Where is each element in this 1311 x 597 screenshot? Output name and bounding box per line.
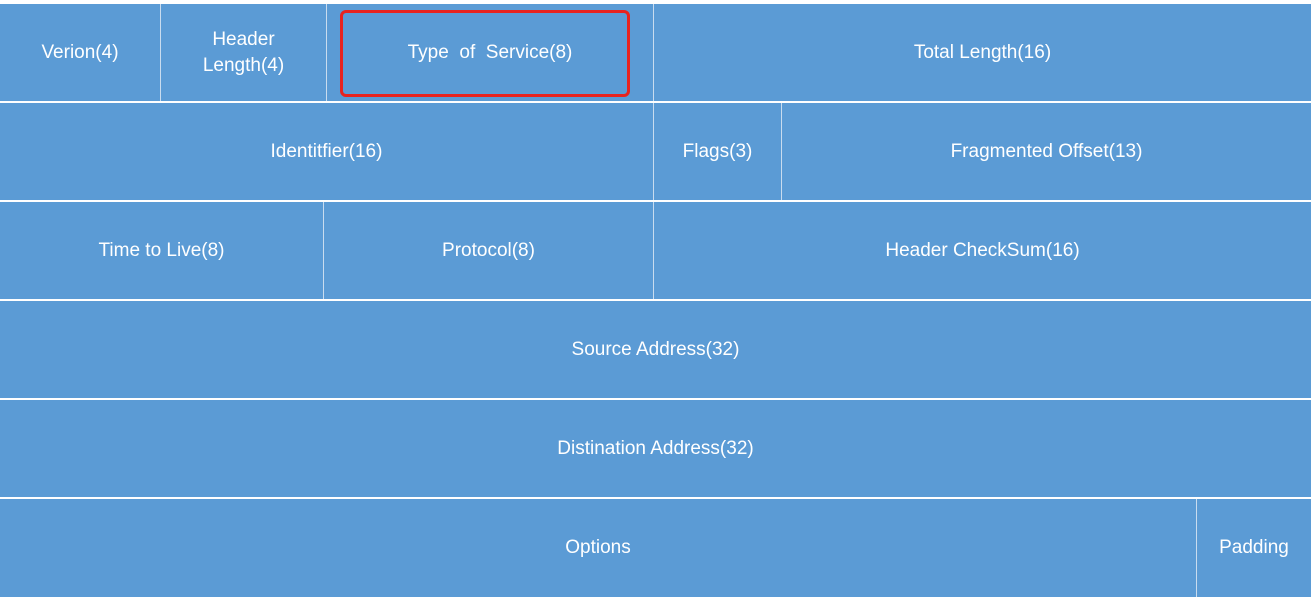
row-5: Distination Address(32) <box>0 400 1311 497</box>
field-label: Distination Address(32) <box>557 437 754 459</box>
header-field-grid: Verion(4) Header Length(4) Type of Servi… <box>0 4 1311 597</box>
field-label: Header Length(4) <box>202 28 285 76</box>
field-header-length: Header Length(4) <box>161 4 327 101</box>
field-header-checksum: Header CheckSum(16) <box>654 202 1311 299</box>
field-destination-address: Distination Address(32) <box>0 400 1311 497</box>
field-options: Options <box>0 499 1197 597</box>
field-label: Time to Live(8) <box>98 239 225 261</box>
field-label: Fragmented Offset(13) <box>950 140 1143 162</box>
field-label: Header CheckSum(16) <box>885 239 1080 261</box>
field-label: Identitfier(16) <box>270 140 383 162</box>
field-label: Flags(3) <box>682 140 753 162</box>
field-label: Total Length(16) <box>913 41 1052 63</box>
field-identifier: Identitfier(16) <box>0 103 654 200</box>
field-time-to-live: Time to Live(8) <box>0 202 324 299</box>
field-label: Padding <box>1219 537 1289 559</box>
field-label: Verion(4) <box>41 41 119 63</box>
field-protocol: Protocol(8) <box>324 202 654 299</box>
field-flags: Flags(3) <box>654 103 782 200</box>
field-label: Protocol(8) <box>442 239 535 261</box>
field-type-of-service: Type of Service(8) <box>327 4 654 101</box>
field-fragment-offset: Fragmented Offset(13) <box>782 103 1311 200</box>
row-3: Time to Live(8) Protocol(8) Header Check… <box>0 202 1311 299</box>
field-source-address: Source Address(32) <box>0 301 1311 398</box>
row-6: Options Padding <box>0 499 1311 597</box>
field-version: Verion(4) <box>0 4 161 101</box>
row-2: Identitfier(16) Flags(3) Fragmented Offs… <box>0 103 1311 200</box>
field-padding: Padding <box>1197 499 1311 597</box>
row-4: Source Address(32) <box>0 301 1311 398</box>
field-label: Type of Service(8) <box>407 41 573 63</box>
field-label: Options <box>565 537 631 559</box>
field-label: Source Address(32) <box>571 338 740 360</box>
field-total-length: Total Length(16) <box>654 4 1311 101</box>
row-1: Verion(4) Header Length(4) Type of Servi… <box>0 4 1311 101</box>
